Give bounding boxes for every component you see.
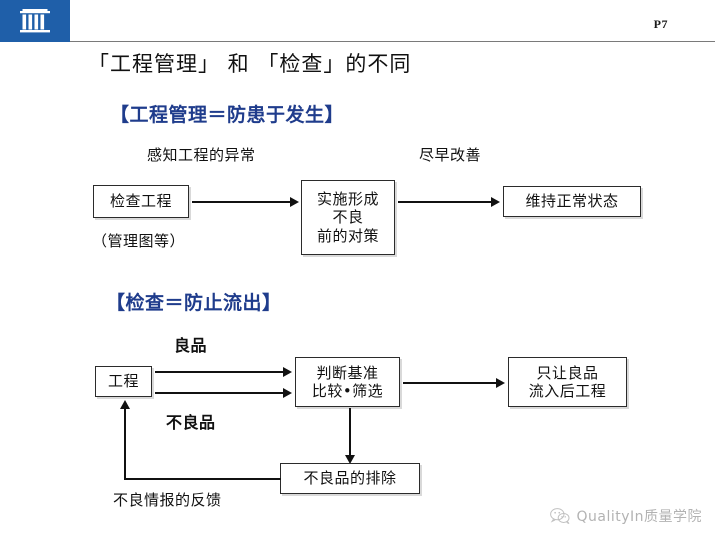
node-only-good-flows[interactable]: 只让良品 流入后工程 bbox=[508, 357, 627, 407]
node-line: 前的对策 bbox=[316, 226, 379, 245]
connector-feedback-horizontal bbox=[124, 478, 281, 480]
section-heading-process-management: 【工程管理＝防患于发生】 bbox=[110, 104, 345, 126]
node-line: 不良 bbox=[332, 208, 364, 227]
node-line: 工程 bbox=[107, 372, 139, 391]
arrowhead-right-icon bbox=[283, 388, 292, 398]
connector-countermeasure-to-normal bbox=[398, 201, 493, 203]
connector-judgement-to-removal bbox=[349, 408, 351, 458]
label-control-chart-note: （管理图等） bbox=[92, 232, 186, 250]
node-line: 流入后工程 bbox=[528, 382, 607, 400]
page-number: P7 bbox=[653, 17, 668, 31]
node-judgement-criteria[interactable]: 判断基准 比较•筛选 bbox=[295, 357, 400, 407]
label-good-product: 良品 bbox=[174, 336, 208, 355]
node-countermeasure[interactable]: 实施形成 不良 前的对策 bbox=[301, 180, 395, 255]
node-line: 只让良品 bbox=[536, 363, 599, 382]
arrowhead-right-icon bbox=[283, 367, 292, 377]
node-line: 维持正常状态 bbox=[525, 192, 619, 211]
arrowhead-right-icon bbox=[496, 378, 505, 388]
logo-badge bbox=[0, 0, 70, 42]
node-keep-normal-state[interactable]: 维持正常状态 bbox=[503, 186, 641, 217]
connector-feedback-vertical bbox=[124, 409, 126, 479]
node-line: 不良品的排除 bbox=[303, 469, 397, 488]
label-detect-abnormality: 感知工程的异常 bbox=[147, 146, 256, 164]
connector-defect-flow bbox=[155, 392, 285, 394]
header-divider bbox=[70, 41, 715, 42]
arrowhead-right-icon bbox=[290, 197, 299, 207]
arrowhead-down-icon bbox=[345, 455, 355, 464]
connector-good-flow bbox=[155, 371, 285, 373]
label-defect-product: 不良品 bbox=[166, 413, 216, 432]
node-line: 实施形成 bbox=[316, 190, 379, 209]
watermark: QualityIn质量学院 bbox=[550, 506, 702, 526]
node-line: 检查工程 bbox=[109, 192, 172, 211]
arrowhead-up-icon bbox=[120, 400, 130, 409]
label-early-improvement: 尽早改善 bbox=[419, 146, 482, 164]
connector-judgement-to-onlygood bbox=[403, 382, 498, 384]
watermark-text: QualityIn质量学院 bbox=[576, 509, 702, 525]
page-title: 「工程管理」 和 「检查」的不同 bbox=[88, 52, 412, 76]
node-line: 判断基准 bbox=[316, 363, 379, 382]
label-defect-feedback: 不良情报的反馈 bbox=[113, 491, 222, 509]
node-process[interactable]: 工程 bbox=[95, 366, 152, 397]
connector-inspect-to-countermeasure bbox=[192, 201, 292, 203]
node-inspect-process[interactable]: 检查工程 bbox=[93, 185, 189, 218]
section-heading-inspection: 【检查＝防止流出】 bbox=[106, 292, 282, 314]
node-remove-defects[interactable]: 不良品的排除 bbox=[280, 463, 420, 494]
node-line: 比较•筛选 bbox=[311, 382, 384, 400]
arrowhead-right-icon bbox=[491, 197, 500, 207]
wechat-icon bbox=[550, 508, 570, 525]
classical-building-icon bbox=[20, 9, 50, 33]
